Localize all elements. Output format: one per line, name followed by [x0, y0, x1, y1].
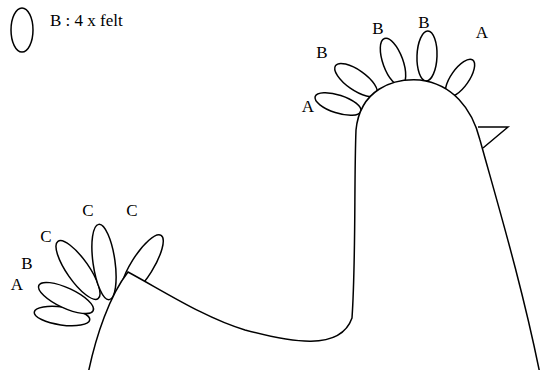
part-letter: B	[418, 14, 429, 31]
part-letter: A	[302, 98, 314, 115]
chicken-body	[88, 80, 540, 370]
tail-petal	[88, 223, 120, 301]
comb-petal	[416, 31, 438, 82]
part-letter: C	[126, 202, 137, 219]
part-letter: B	[21, 255, 32, 272]
part-letter: C	[82, 202, 93, 219]
comb-petal	[312, 88, 363, 120]
beak	[478, 127, 508, 148]
part-letter: A	[11, 276, 23, 293]
part-letter: B	[316, 44, 327, 61]
part-letter: B	[372, 20, 383, 37]
part-letter: C	[40, 228, 51, 245]
part-letter: A	[476, 24, 488, 41]
legend-text: B : 4 x felt	[50, 12, 123, 29]
legend-sample	[11, 8, 33, 52]
